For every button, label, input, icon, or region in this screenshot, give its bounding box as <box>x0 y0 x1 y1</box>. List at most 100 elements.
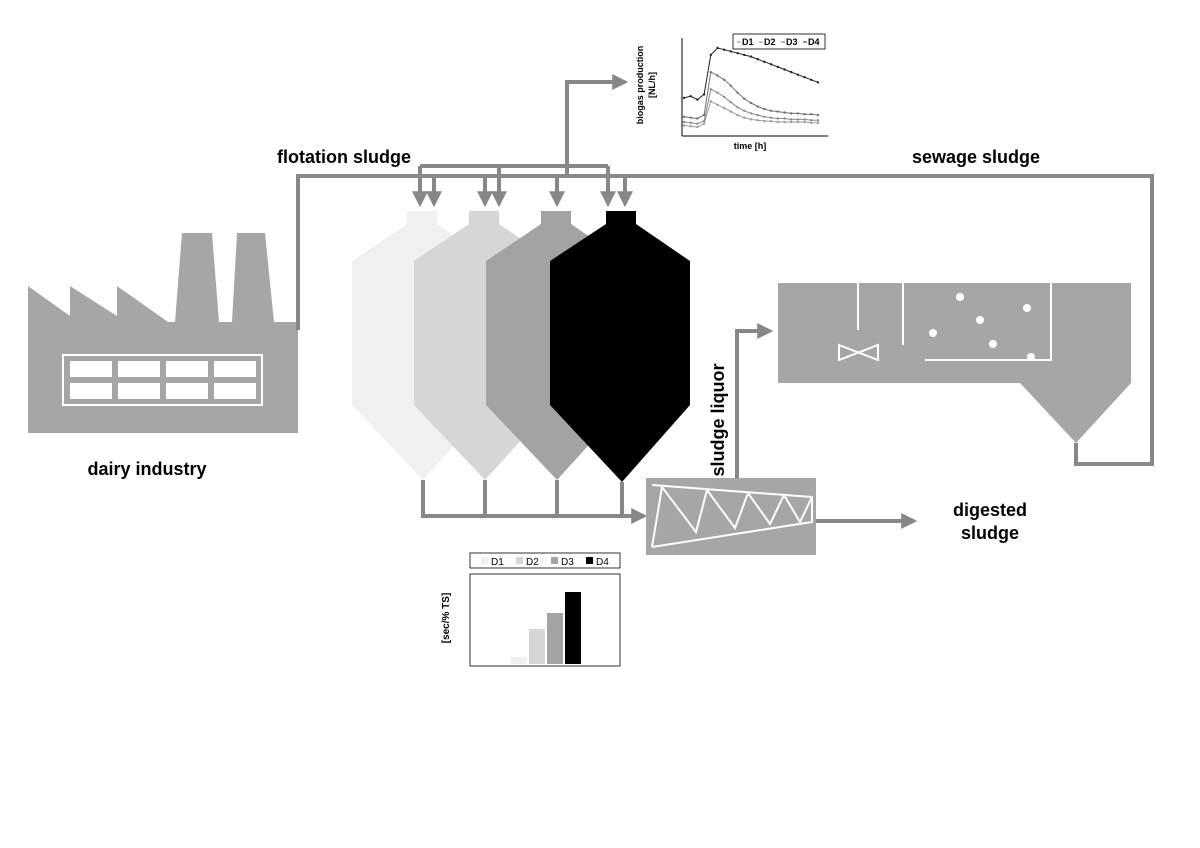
biogas-point-D2 <box>810 119 813 122</box>
biogas-point-D4 <box>796 73 800 76</box>
biogas-point-D3 <box>776 110 779 113</box>
bar-D2 <box>529 629 545 664</box>
biogas-point-D1 <box>816 121 820 125</box>
biogas-point-D3 <box>803 113 806 116</box>
biogas-point-D4 <box>763 60 766 63</box>
settling-tank <box>778 283 1131 443</box>
biogas-point-D3 <box>743 97 746 100</box>
biogas-point-D3 <box>790 112 793 115</box>
biogas-ylabel-line2: [NL/h] <box>647 72 657 98</box>
biogas-point-D2 <box>682 120 686 124</box>
dewatering-screw <box>646 478 816 555</box>
digester-outlet-lines <box>421 480 648 524</box>
biogas-point-D4 <box>682 96 686 100</box>
sludge-liquor-label: sludge liquor <box>708 363 728 476</box>
biogas-point-D2 <box>783 117 786 120</box>
biogas-point-D4 <box>696 98 699 101</box>
biogas-point-D3 <box>783 111 786 114</box>
biogas-point-D4 <box>776 65 779 69</box>
dairy-industry-label: dairy industry <box>87 459 206 479</box>
biogas-point-D1 <box>783 120 786 124</box>
bar-legend-swatch <box>516 557 523 564</box>
biogas-point-D4 <box>790 70 793 74</box>
bar-D3 <box>547 613 563 664</box>
biogas-legend-label: D2 <box>764 37 776 47</box>
biogas-point-D2 <box>816 119 820 122</box>
digester-inlet-arrows <box>412 176 633 208</box>
biogas-xlabel: time [h] <box>734 141 767 151</box>
biogas-point-D3 <box>769 109 773 113</box>
biogas-point-D3 <box>796 112 800 115</box>
biogas-point-D2 <box>709 88 712 91</box>
biogas-point-D4 <box>769 63 773 66</box>
bar-D1 <box>511 657 527 664</box>
bar-series-group <box>511 592 581 664</box>
biogas-point-D1 <box>756 119 759 122</box>
biogas-point-D4 <box>709 53 712 57</box>
biogas-point-D3 <box>816 113 820 117</box>
biogas-point-D4 <box>729 50 733 53</box>
bar-D4 <box>565 592 581 664</box>
settling-tank-particles <box>929 293 1035 361</box>
biogas-point-D2 <box>723 95 726 99</box>
biogas-point-D3 <box>716 74 719 77</box>
biogas-point-D2 <box>803 118 806 121</box>
biogas-point-D4 <box>783 68 786 71</box>
biogas-point-D1 <box>736 113 739 117</box>
biogas-point-D2 <box>769 116 773 119</box>
biogas-point-D2 <box>796 118 800 121</box>
digester-D4 <box>550 211 690 482</box>
factory-icon <box>28 233 298 433</box>
biogas-point-D3 <box>682 115 686 119</box>
biogas-point-D3 <box>736 91 739 94</box>
biogas-point-D4 <box>803 76 806 79</box>
biogas-point-D1 <box>749 118 753 121</box>
bar-legend-label: D2 <box>526 557 539 568</box>
biogas-point-D1 <box>743 116 746 119</box>
biogas-point-D1 <box>803 120 806 124</box>
biogas-point-D1 <box>689 125 692 128</box>
biogas-point-D2 <box>736 106 739 109</box>
biogas-point-D3 <box>723 78 726 82</box>
biogas-point-D1 <box>716 103 719 107</box>
biogas-point-D1 <box>729 110 733 113</box>
biogas-point-D3 <box>709 70 712 74</box>
biogas-point-D3 <box>756 105 759 108</box>
biogas-point-D3 <box>810 113 813 116</box>
bar-legend-swatch <box>481 557 488 564</box>
biogas-point-D2 <box>689 121 692 125</box>
sewage-sludge-label: sewage sludge <box>912 147 1040 167</box>
biogas-point-D3 <box>696 117 699 120</box>
biogas-point-D1 <box>796 120 800 124</box>
biogas-point-D2 <box>743 109 746 113</box>
biogas-point-D2 <box>729 101 733 104</box>
bar-legend-swatch <box>551 557 558 564</box>
digested-sludge-label-line1: digested <box>953 500 1027 520</box>
biogas-point-D4 <box>723 48 726 51</box>
biogas-point-D2 <box>702 119 706 123</box>
bar-chart-frame <box>469 573 621 667</box>
biogas-point-D4 <box>736 52 739 55</box>
biogas-point-D1 <box>769 119 773 123</box>
biogas-series-group <box>682 46 820 129</box>
biogas-point-D1 <box>790 120 793 124</box>
biogas-legend-label: D4 <box>808 37 820 47</box>
bar-legend-label: D3 <box>561 557 574 568</box>
biogas-point-D4 <box>816 81 820 84</box>
biogas-point-D1 <box>702 122 706 125</box>
biogas-point-D3 <box>763 107 766 111</box>
biogas-point-D1 <box>723 107 726 110</box>
biogas-point-D2 <box>763 115 766 119</box>
flotation-sludge-label: flotation sludge <box>277 147 411 167</box>
biogas-point-D4 <box>716 46 719 50</box>
bar-legend-swatch <box>586 557 593 564</box>
biogas-point-D4 <box>749 55 753 58</box>
biogas-point-D4 <box>689 95 692 98</box>
biogas-point-D2 <box>776 117 779 120</box>
biogas-point-D2 <box>716 91 719 94</box>
